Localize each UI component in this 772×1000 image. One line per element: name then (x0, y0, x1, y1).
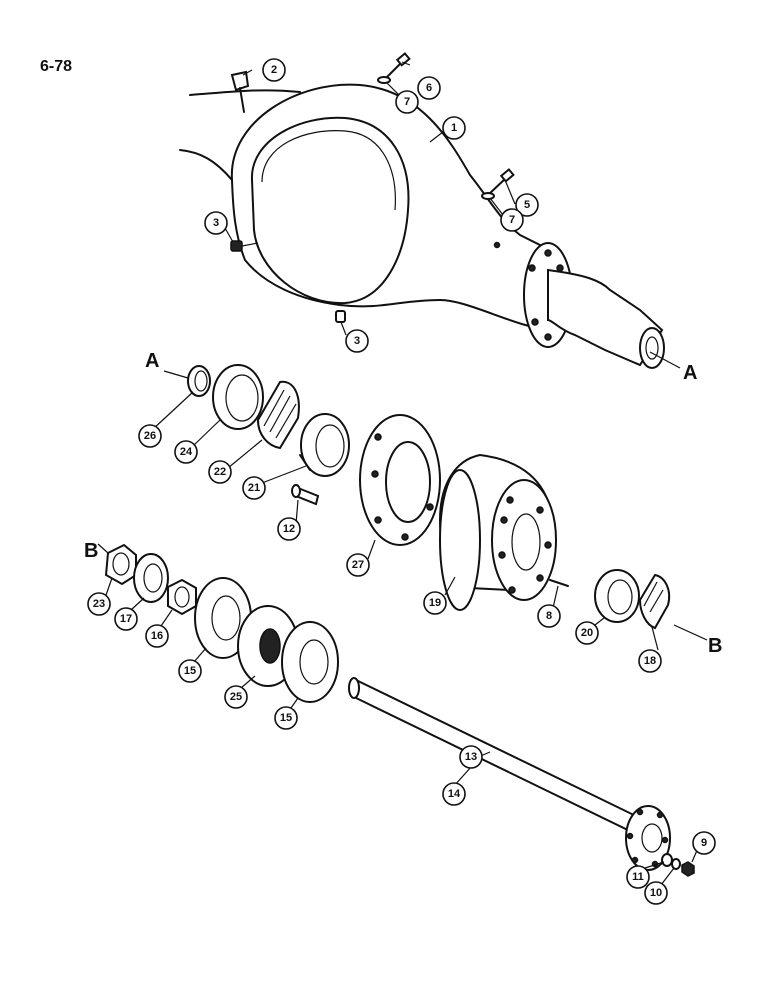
svg-text:7: 7 (509, 214, 515, 226)
svg-text:2: 2 (271, 64, 277, 76)
svg-text:18: 18 (644, 655, 656, 667)
axle-housing (179, 83, 665, 369)
svg-text:12: 12 (283, 523, 295, 535)
callout-11: 11 (626, 865, 650, 889)
svg-text:10: 10 (650, 887, 662, 899)
callout-3-upper: 3 (204, 211, 228, 235)
callout-3-lower: 3 (345, 329, 369, 353)
svg-text:16: 16 (151, 630, 163, 642)
callout-5: 5 (515, 193, 539, 217)
svg-text:7: 7 (404, 96, 410, 108)
callout-9: 9 (692, 831, 716, 855)
callout-6: 6 (417, 76, 441, 100)
callout-7-lower: 7 (500, 208, 524, 232)
page-number: 6-78 (40, 58, 73, 75)
callout-23: 23 (87, 592, 111, 616)
svg-text:17: 17 (120, 613, 132, 625)
svg-text:15: 15 (184, 665, 196, 677)
callout-27: 27 (346, 553, 370, 577)
svg-text:11: 11 (632, 871, 644, 883)
svg-text:14: 14 (448, 788, 461, 800)
svg-text:25: 25 (230, 691, 242, 703)
reference-letter-b-left: B (84, 540, 98, 562)
callout-18: 18 (638, 649, 662, 673)
callout-7-top: 7 (395, 90, 419, 114)
callout-2: 2 (262, 58, 286, 82)
callout-10: 10 (644, 881, 668, 905)
callout-14: 14 (442, 782, 466, 806)
reference-letter-b-right: B (708, 635, 722, 657)
callout-16: 16 (145, 624, 169, 648)
callout-12: 12 (277, 517, 301, 541)
svg-text:1: 1 (451, 122, 457, 134)
housing-hardware (230, 52, 515, 323)
callout-25: 25 (224, 685, 248, 709)
callout-17: 17 (114, 607, 138, 631)
callout-22: 22 (208, 460, 232, 484)
svg-text:26: 26 (144, 430, 156, 442)
hub-assembly (187, 364, 671, 630)
callout-1: 1 (442, 116, 466, 140)
callout-20: 20 (575, 621, 599, 645)
svg-text:24: 24 (180, 446, 193, 458)
svg-text:19: 19 (429, 597, 441, 609)
svg-text:9: 9 (701, 837, 707, 849)
svg-text:3: 3 (354, 335, 360, 347)
callout-24: 24 (174, 440, 198, 464)
callout-8: 8 (537, 604, 561, 628)
svg-text:20: 20 (581, 627, 593, 639)
svg-text:3: 3 (213, 217, 219, 229)
svg-text:8: 8 (546, 610, 552, 622)
svg-text:5: 5 (524, 199, 530, 211)
reference-letter-a-left: A (145, 350, 159, 372)
callout-21: 21 (242, 476, 266, 500)
shaft-and-nuts (104, 543, 695, 877)
reference-letter-a-right: A (683, 362, 697, 384)
svg-text:22: 22 (214, 466, 226, 478)
callout-15-lower: 15 (274, 706, 298, 730)
svg-text:27: 27 (352, 559, 364, 571)
callout-26: 26 (138, 424, 162, 448)
svg-text:6: 6 (426, 82, 432, 94)
callout-19: 19 (423, 591, 447, 615)
svg-text:13: 13 (465, 751, 477, 763)
svg-text:21: 21 (248, 482, 260, 494)
callout-15-upper: 15 (178, 659, 202, 683)
callout-13: 13 (459, 745, 483, 769)
svg-text:23: 23 (93, 598, 105, 610)
svg-text:15: 15 (280, 712, 292, 724)
